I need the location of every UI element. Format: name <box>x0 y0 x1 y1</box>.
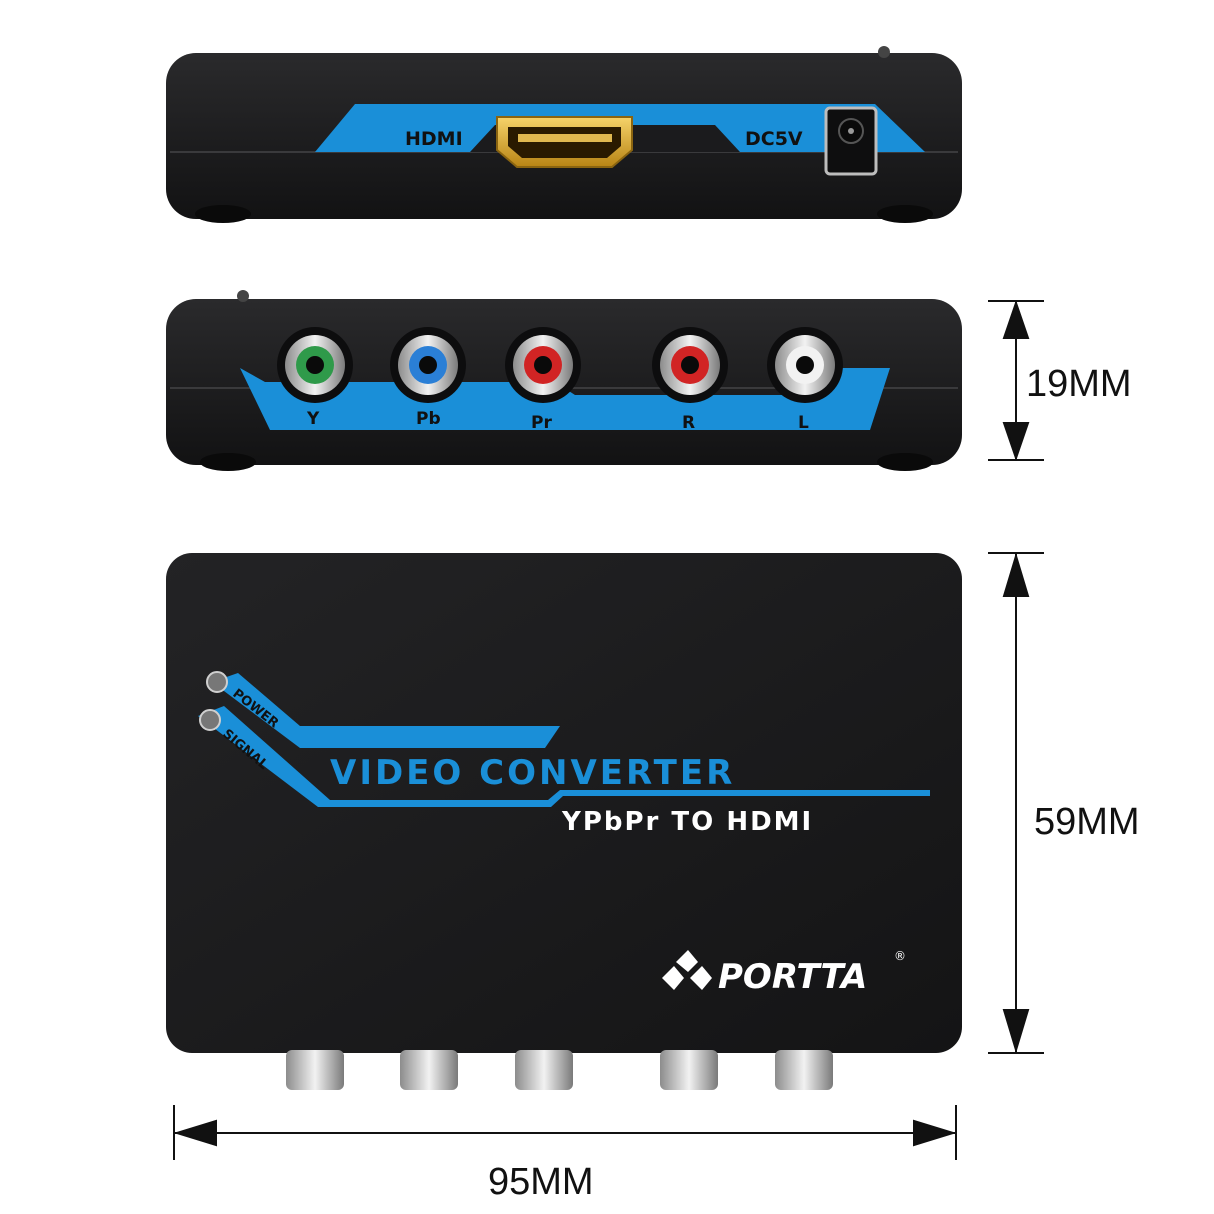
height-dimension <box>988 299 1044 462</box>
top-view-body <box>166 553 962 1053</box>
port-label-pb: Pb <box>416 409 441 429</box>
dc5v-label: DC5V <box>745 128 803 150</box>
dc-jack <box>824 106 878 176</box>
width-label: 95MM <box>488 1161 594 1203</box>
depth-dimension <box>988 552 1044 1054</box>
rca-port-pb <box>390 327 466 403</box>
height-label: 19MM <box>1026 363 1132 405</box>
power-swoosh <box>212 673 560 748</box>
brand-name: PORTTA <box>718 957 867 997</box>
port-label-l: L <box>798 413 809 433</box>
signal-led-icon <box>199 709 221 731</box>
rca-port-r <box>652 327 728 403</box>
hdmi-label: HDMI <box>405 128 463 150</box>
port-label-pr: Pr <box>531 413 552 433</box>
top-view: POWER SIGNAL VIDEO CONVERTER YPbPr TO HD… <box>166 553 962 1090</box>
brand-logo-icon <box>662 950 712 990</box>
width-dimension <box>173 1105 957 1160</box>
rca-port-pr <box>505 327 581 403</box>
port-label-r: R <box>682 413 695 433</box>
hdmi-port <box>496 116 633 168</box>
rca-port-y <box>277 327 353 403</box>
product-subtitle: YPbPr TO HDMI <box>561 807 813 837</box>
depth-label: 59MM <box>1034 801 1140 843</box>
power-led-icon <box>206 671 228 693</box>
registered-mark: ® <box>894 949 906 963</box>
port-label-y: Y <box>306 409 320 429</box>
product-title: VIDEO CONVERTER <box>330 753 735 793</box>
rca-stubs <box>286 1050 833 1090</box>
back-panel: HDMI DC5V <box>166 46 962 223</box>
rca-port-l <box>767 327 843 403</box>
